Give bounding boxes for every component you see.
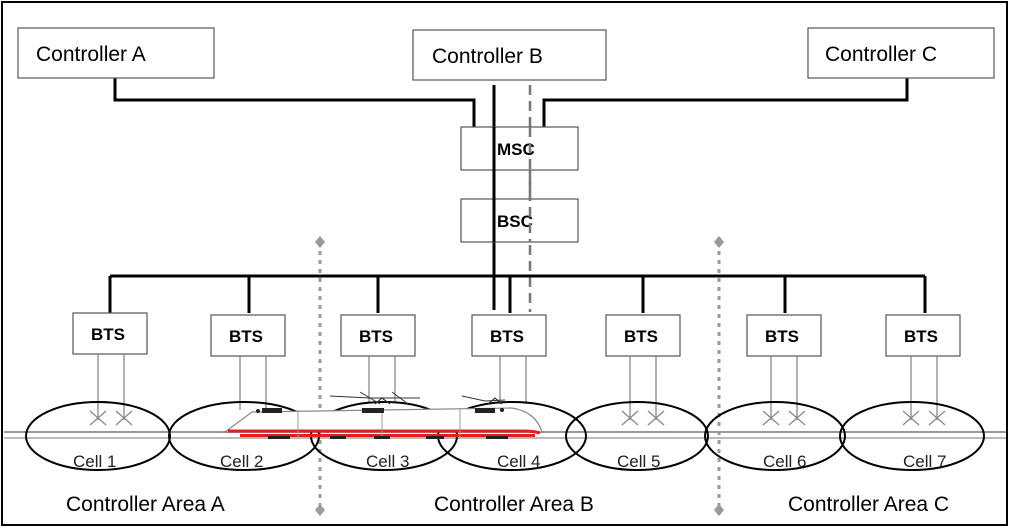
controller-b-box: Controller B [412,29,607,81]
bts-bus [108,274,927,313]
cell-label: Cell 6 [763,452,806,471]
bts-label: BTS [229,327,263,346]
area-label-b: Controller Area B [434,493,594,516]
bsc-box: BSC [460,198,579,243]
bts-box: BTS [471,314,547,404]
bts-box: BTS [605,314,681,426]
area-label-c: Controller Area C [788,493,949,516]
controller-c-label: Controller C [825,43,937,66]
bts-label: BTS [624,327,658,346]
bts-box: BTS [885,314,961,426]
cell-label: Cell 7 [903,452,946,471]
controller-b-label: Controller B [432,45,543,68]
train-graphic [223,391,543,439]
cell: Cell 5 [565,401,709,471]
bts-label: BTS [91,325,125,344]
bts-label: BTS [359,327,393,346]
cell: Cell 7 [839,401,985,471]
bts-box: BTS [340,314,416,402]
cell-label: Cell 2 [220,452,263,471]
controller-a-box: Controller A [17,27,215,79]
msc-label: MSC [497,140,535,159]
bsc-label: BSC [497,212,533,231]
bts-box: BTS [210,314,286,410]
area-label-a: Controller Area A [66,493,225,516]
cell-label: Cell 3 [366,452,409,471]
controller-c-box: Controller C [807,27,995,79]
area-boundary-bc [714,236,724,516]
controller-a-label: Controller A [36,43,146,66]
bts-label: BTS [765,327,799,346]
cell-label: Cell 1 [73,452,116,471]
cell-label: Cell 5 [617,452,660,471]
bts-label: BTS [490,327,524,346]
msc-box: MSC [460,126,579,171]
bts-box: BTS [72,312,148,426]
cell-label: Cell 4 [497,452,540,471]
area-boundary-ab [315,236,325,516]
bts-box: BTS [746,314,822,426]
cell: Cell 6 [704,401,846,471]
bts-label: BTS [904,327,938,346]
